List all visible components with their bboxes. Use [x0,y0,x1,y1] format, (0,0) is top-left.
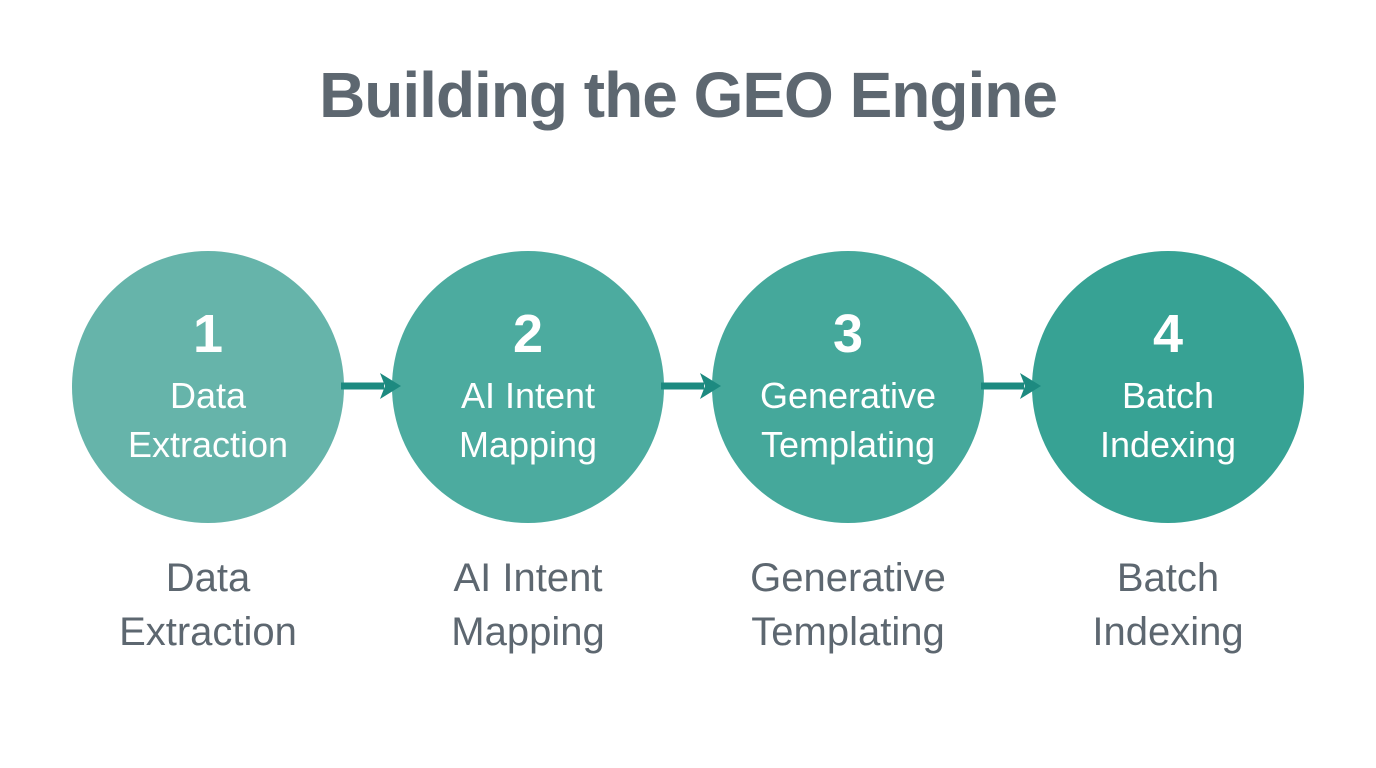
step-circle-label: Generative Templating [759,375,937,465]
step-circle-1: 1 Data Extraction [72,251,344,523]
step-caption: AI Intent Mapping [451,556,605,654]
step-circle-3: 3 Generative Templating [712,251,984,523]
step-number: 2 [512,303,544,364]
step-number: 1 [192,303,224,364]
step-caption: Batch Indexing [1092,556,1244,654]
step-column-1: 1 Data Extraction Data Extraction [72,251,344,659]
step-circle-label: AI Intent Mapping [458,375,598,465]
arrow-right-icon [660,371,722,401]
page-title: Building the GEO Engine [319,59,1058,131]
step-circle-2: 2 AI Intent Mapping [392,251,664,523]
step-caption: Data Extraction [119,556,297,654]
step-circle-4: 4 Batch Indexing [1032,251,1304,523]
arrow-right-icon [340,371,402,401]
step-caption: Generative Templating [750,556,946,654]
step-number: 4 [1152,303,1184,364]
process-steps-row: 1 Data Extraction Data Extraction 2 AI I… [0,251,1376,659]
step-column-4: 4 Batch Indexing Batch Indexing [1032,251,1304,659]
step-number: 3 [832,303,864,364]
arrow-right-icon [980,371,1042,401]
step-column-2: 2 AI Intent Mapping AI Intent Mapping [392,251,664,659]
step-circle-label: Data Extraction [127,375,289,465]
step-circle-label: Batch Indexing [1099,375,1237,465]
step-column-3: 3 Generative Templating Generative Templ… [712,251,984,659]
